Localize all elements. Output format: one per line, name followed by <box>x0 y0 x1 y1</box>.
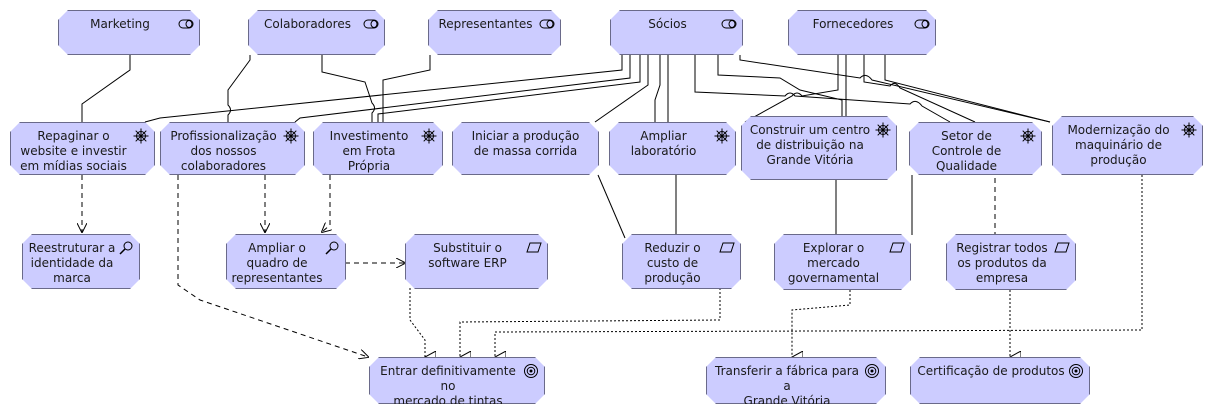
driver-label: Setor de Controle de Qualidade <box>931 129 1002 173</box>
edge-fornecedores-ampliar <box>744 55 839 123</box>
stakeholder-icon <box>721 16 737 32</box>
requirement-label: Substituir o software ERP <box>428 241 507 270</box>
edge-profissionalizacao-entrar <box>177 175 368 357</box>
goal-label: Entrar definitivamente no mercado de tin… <box>380 364 516 408</box>
stakeholder-label: Fornecedores <box>812 17 894 31</box>
driver-icon <box>283 128 299 144</box>
edge-marketing-repaginar <box>81 55 131 122</box>
driver-icon <box>1020 128 1036 144</box>
assessment-label: Reestruturar a identidade da marca <box>28 241 116 285</box>
edge-socios-profissionalizacao <box>294 55 631 123</box>
edge-iniciar-reduzir <box>597 174 626 239</box>
edge-modernizacao-entrar <box>495 175 1143 357</box>
requirement-label: Registrar todos os produtos da empresa <box>956 241 1048 285</box>
requirement-substituir-erp[interactable]: Substituir o software ERP <box>405 234 548 289</box>
goal-transferir-fabrica[interactable]: Transferir a fábrica para a Grande Vitór… <box>706 357 886 404</box>
driver-profissionalizacao[interactable]: Profissionalização dos nossos colaborado… <box>160 122 305 175</box>
edge-socios-setor <box>694 55 951 123</box>
stakeholder-label: Marketing <box>90 17 150 31</box>
assessment-icon <box>324 240 340 256</box>
goal-icon <box>1068 363 1084 379</box>
requirement-icon <box>889 240 905 256</box>
driver-investimento[interactable]: Investimento em Frota Própria <box>313 122 443 175</box>
edge-colaboradores-investimento <box>321 55 375 122</box>
requirement-registrar-produtos[interactable]: Registrar todos os produtos da empresa <box>946 234 1076 290</box>
edge-colaboradores-profissionalizacao <box>227 55 251 122</box>
driver-setor-qualidade[interactable]: Setor de Controle de Qualidade <box>909 122 1042 175</box>
stakeholder-fornecedores[interactable]: Fornecedores <box>788 10 936 55</box>
driver-icon <box>133 128 149 144</box>
stakeholder-colaboradores[interactable]: Colaboradores <box>248 10 385 55</box>
assessment-label: Ampliar o quadro de representantes <box>231 241 323 285</box>
stakeholder-representantes[interactable]: Representantes <box>428 10 561 55</box>
driver-label: Ampliar laboratório <box>630 129 697 158</box>
edge-socios-centro <box>717 55 843 122</box>
assessment-reestruturar[interactable]: Reestruturar a identidade da marca <box>22 234 140 289</box>
edge-substituir-entrar <box>409 288 425 357</box>
stakeholder-icon <box>914 16 930 32</box>
goal-certificacao[interactable]: Certificação de produtos <box>910 357 1090 404</box>
driver-label: Modernização do maquinário de produção <box>1067 123 1170 167</box>
driver-label: Profissionalização dos nossos colaborado… <box>170 129 277 173</box>
stakeholder-label: Colaboradores <box>264 17 351 31</box>
edge-investimento-ampliar-quadro <box>322 175 330 232</box>
assessment-icon <box>118 240 134 256</box>
stakeholder-label: Sócios <box>648 17 687 31</box>
goal-icon <box>523 363 539 379</box>
driver-label: Investimento em Frota Própria <box>329 129 409 173</box>
requirement-icon <box>526 240 542 256</box>
requirement-label: Reduzir o custo de produção <box>644 241 701 285</box>
edge-reduzir-entrar <box>460 288 721 357</box>
requirement-reduzir-custo[interactable]: Reduzir o custo de produção <box>622 234 741 289</box>
requirement-icon <box>719 240 735 256</box>
driver-repaginar[interactable]: Repaginar o website e investir em mídias… <box>10 122 155 175</box>
edge-fornecedores-modernizacao <box>884 55 1051 123</box>
driver-label: Iniciar a produção de massa corrida <box>471 129 580 158</box>
edge-socios-investimento <box>377 55 641 122</box>
driver-icon <box>421 128 437 144</box>
edge-fornecedores-setor <box>863 55 976 123</box>
goal-icon <box>864 363 880 379</box>
edge-socios-iniciar <box>594 55 649 123</box>
assessment-ampliar-quadro[interactable]: Ampliar o quadro de representantes <box>226 234 346 289</box>
requirement-label: Explorar o mercado governamental <box>787 241 880 285</box>
stakeholder-icon <box>178 16 194 32</box>
driver-icon <box>875 122 891 138</box>
stakeholder-icon <box>539 16 555 32</box>
requirement-explorar-mercado[interactable]: Explorar o mercado governamental <box>774 234 911 290</box>
driver-icon <box>714 128 730 144</box>
stakeholder-marketing[interactable]: Marketing <box>58 10 200 55</box>
stakeholder-label: Representantes <box>438 17 533 31</box>
stakeholder-socios[interactable]: Sócios <box>610 10 743 55</box>
driver-label: Repaginar o website e investir em mídias… <box>20 129 127 173</box>
goal-label: Transferir a fábrica para a Grande Vitór… <box>715 364 859 408</box>
driver-icon <box>1181 122 1197 138</box>
driver-label: Construir um centro de distribuição na G… <box>749 123 871 167</box>
driver-ampliar-laboratorio[interactable]: Ampliar laboratório <box>609 122 736 175</box>
goal-label: Certificação de produtos <box>917 364 1065 378</box>
driver-iniciar[interactable]: Iniciar a produção de massa corrida <box>452 122 599 175</box>
edge-socios-reduzir <box>654 55 661 122</box>
driver-centro-distribuicao[interactable]: Construir um centro de distribuição na G… <box>741 116 897 180</box>
edge-socios-repaginar <box>144 55 623 123</box>
stakeholder-icon <box>363 16 379 32</box>
goal-entrar-mercado[interactable]: Entrar definitivamente no mercado de tin… <box>369 357 545 404</box>
requirement-icon <box>1054 240 1070 256</box>
edge-representantes-investimento <box>382 55 431 122</box>
edge-socios-modernizacao <box>739 55 1051 123</box>
driver-modernizacao[interactable]: Modernização do maquinário de produção <box>1052 116 1203 175</box>
edge-explorar-transferir <box>792 290 851 357</box>
